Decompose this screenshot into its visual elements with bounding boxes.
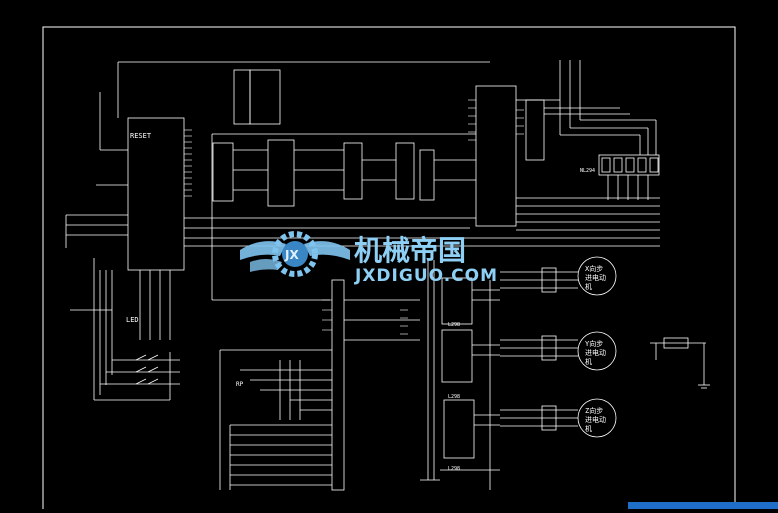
logo-badge: JX [284,248,299,262]
lower-connector [331,279,345,491]
x-motor-line1: X向步 [585,264,603,273]
rp-label: RP [236,381,244,388]
logo-latin-text: JXDIGUO.COM [354,266,498,286]
z-motor-symbol [577,398,617,438]
watermark-logo: JX 机械帝国 JXDIGUO.COM [240,231,498,286]
logo-chinese-text: 机械帝国 [354,234,466,267]
pin-ticks [184,99,524,335]
gear-icon [272,231,318,277]
right-wing-icon [304,241,350,260]
led-label: LED [126,316,139,324]
taskbar-accent [628,502,778,509]
left-wing-icon [240,241,286,260]
y-motor-line1: Y向步 [585,339,603,348]
y-motor-line2: 进电动 [585,348,606,357]
x-motor-symbol [577,256,617,296]
y-motor-symbol [577,331,617,371]
y-motor-label: Y向步 进电动 机 [585,339,606,366]
drawing-frame [42,26,736,513]
mcu-chip [127,117,185,271]
x-motor-line2: 进电动 [585,273,606,282]
l298-label-3: L298 [448,466,460,472]
latch-chip-2 [343,142,363,200]
top-chip [249,69,281,125]
seven-segment-display [598,154,660,176]
l298-label-2: L298 [448,394,460,400]
l298-driver-1 [441,277,473,325]
latch-chip-1 [212,142,234,202]
latch-chip-3 [395,142,415,200]
z-motor-label: Z向步 进电动 机 [585,406,606,433]
nl-label: NL294 [580,168,595,174]
z-motor-line2: 进电动 [585,415,606,424]
x-motor-line3: 机 [585,282,592,291]
l298-driver-2 [441,329,473,383]
l298-label-1: L298 [448,322,460,328]
memory-chip-1 [267,139,295,207]
reset-label: RESET [130,132,152,140]
y-motor-line3: 机 [585,357,592,366]
seven-segment-digits [601,157,659,173]
z-motor-line1: Z向步 [585,406,603,415]
x-motor-label: X向步 进电动 机 [585,264,606,291]
l298-driver-3 [443,399,475,459]
controller-chip [475,85,517,227]
z-motor-line3: 机 [585,424,592,433]
